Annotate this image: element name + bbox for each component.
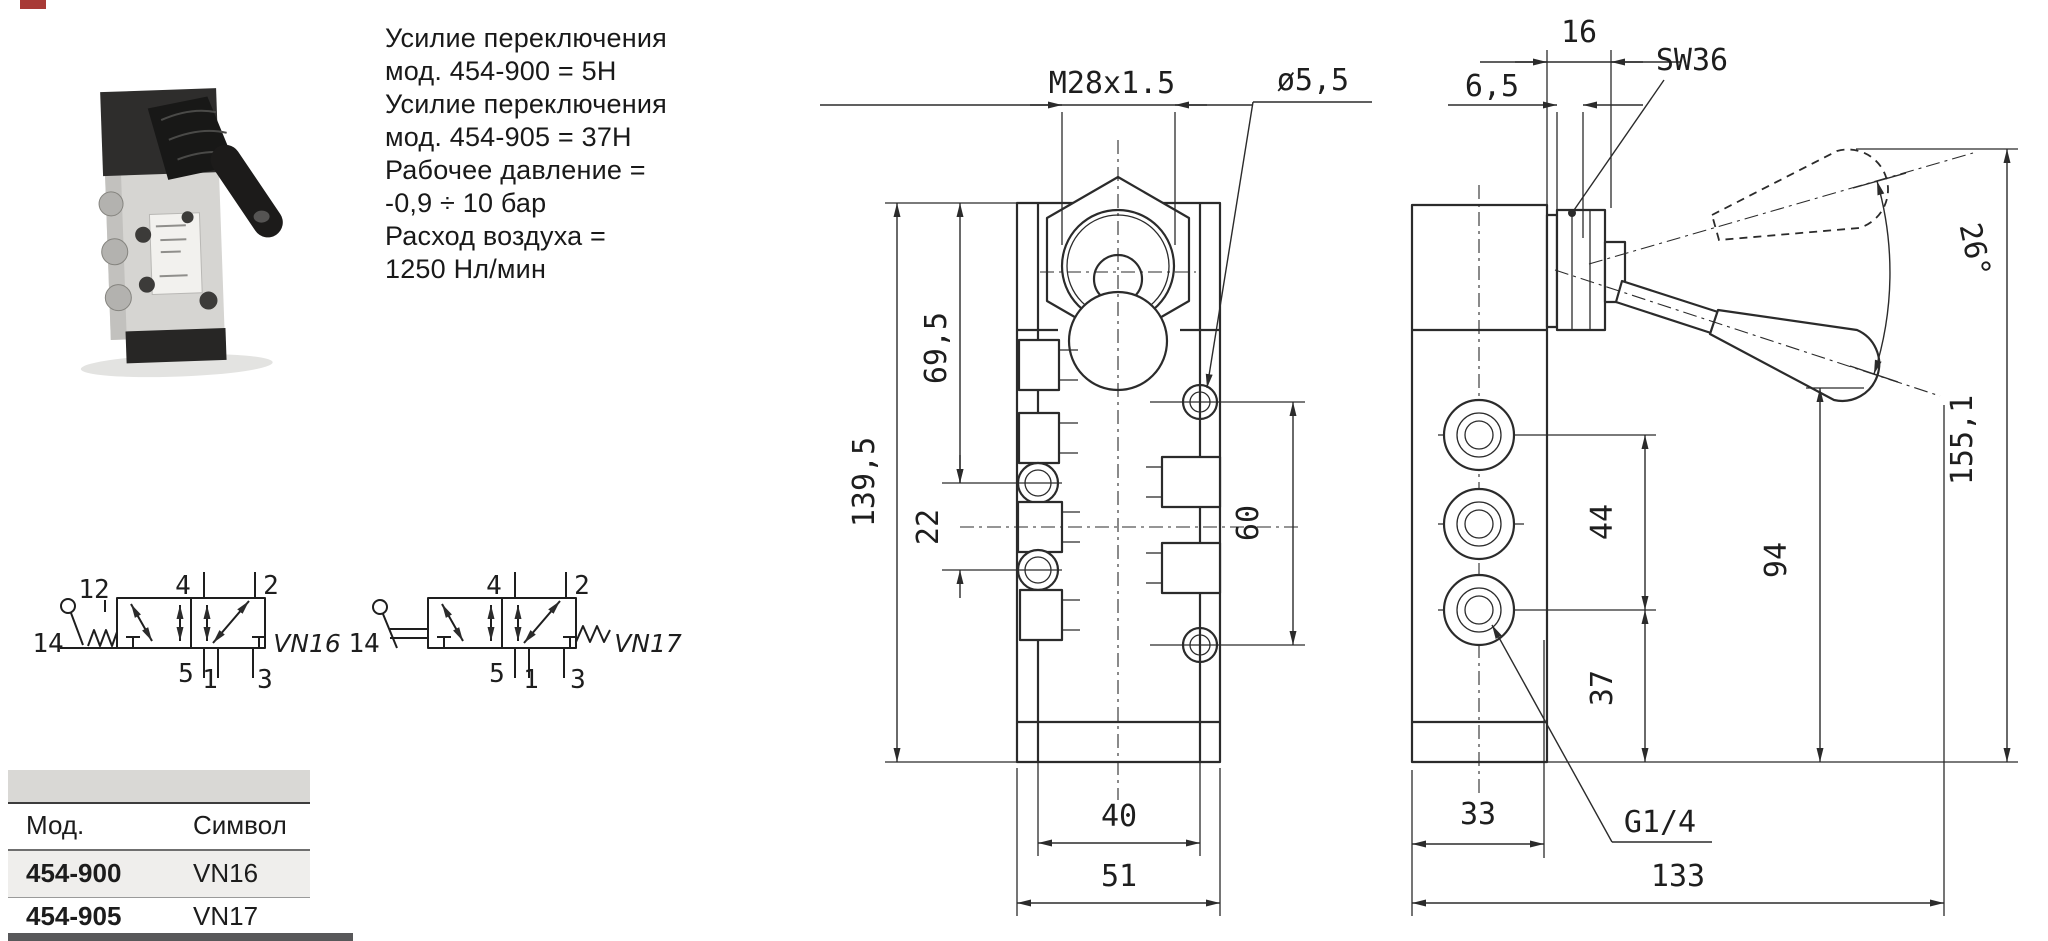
lever-knob-icon: [60, 598, 76, 614]
vn17-port-2: 2: [574, 571, 590, 601]
dim-port-thread: G1/4: [1624, 805, 1696, 840]
spec-line: Усилие переключения: [385, 23, 667, 53]
dim-side-holes: 60: [1231, 505, 1266, 541]
table-header-band: [8, 770, 310, 804]
port-photo-1: [98, 191, 124, 217]
vn16-label: VN16: [273, 629, 341, 658]
dim-lever-height: 94: [1759, 542, 1794, 578]
col-header-symbol: Символ: [193, 810, 287, 840]
spec-line: Усилие переключения: [385, 89, 667, 119]
spec-line: мод. 454-905 = 37Н: [385, 122, 632, 152]
spring-icon: [575, 625, 611, 643]
spec-line: мод. 454-900 = 5Н: [385, 56, 617, 86]
vn17-port-3: 3: [570, 665, 586, 695]
hex-nut-side: [1555, 208, 1607, 332]
spec-line: Рабочее давление =: [385, 155, 646, 185]
table-header-row: Мод. Символ: [8, 804, 310, 851]
port-photo-2: [101, 238, 129, 266]
screw-photo-4: [181, 211, 194, 224]
side-view-drawing: 26° 16 6,5 SW36: [1410, 15, 2018, 916]
dim-port-span: 44: [1585, 504, 1620, 540]
vn16-port-4: 4: [175, 571, 191, 601]
screw-photo-2: [138, 276, 155, 293]
label-print: [155, 224, 188, 278]
spec-line: 1250 Нл/мин: [385, 254, 547, 284]
dim-total-width: 133: [1651, 859, 1705, 894]
handle-highlight: [253, 210, 270, 223]
table-row: 454-900 VN16: [8, 851, 310, 898]
dim-wrench: SW36: [1656, 43, 1728, 78]
screw-photo-3: [199, 291, 218, 310]
dim-depth: 33: [1460, 797, 1496, 832]
dim-top-to-port: 69,5: [919, 312, 954, 384]
spec-line: Расход воздуха =: [385, 221, 606, 251]
vn17-port-14: 14: [348, 629, 379, 659]
lever-alt-position: [1710, 148, 1889, 241]
spec-line: -0,9 ÷ 10 бар: [385, 188, 547, 218]
lever-handle-side: [1708, 308, 1881, 402]
symbol-vn16: 4 2 5 1 3 12 14 VN16: [32, 571, 340, 695]
valve-base: [125, 327, 227, 364]
symbol-vn17: 4 2 5 1 3 14 VN17: [348, 571, 682, 695]
dim-thread: M28x1.5: [1049, 66, 1175, 101]
dim-mount-width: 40: [1101, 799, 1137, 834]
vn16-port-3: 3: [257, 665, 273, 695]
dim-base-to-port: 37: [1585, 670, 1620, 706]
vn16-port-5: 5: [178, 659, 194, 689]
vn17-port-4: 4: [486, 571, 502, 601]
dim-angle: 26°: [1952, 220, 1998, 280]
vn16-port-12: 12: [78, 575, 109, 605]
spec-text-block: Усилие переключения мод. 454-900 = 5Н Ус…: [385, 22, 667, 286]
cell-symbol: VN16: [193, 858, 259, 888]
model-table: Мод. Символ 454-900 VN16 454-905 VN17: [8, 770, 310, 940]
vn17-label: VN17: [614, 629, 682, 658]
vn16-port-2: 2: [263, 571, 279, 601]
dim-nut-width: 16: [1561, 15, 1597, 50]
cell-model: 454-905: [26, 901, 122, 931]
product-label: [148, 212, 203, 296]
cell-symbol: VN17: [193, 901, 259, 931]
product-photo: [80, 88, 283, 378]
dim-hole: ø5,5: [1277, 63, 1349, 98]
vn17-port-1: 1: [523, 665, 539, 695]
dim-port-spacing: 22: [911, 509, 946, 545]
brand-red-mark: [20, 0, 46, 9]
cell-model: 454-900: [26, 858, 122, 888]
table-bottom-bar: [8, 933, 353, 941]
leader-dot: [1568, 209, 1576, 217]
front-view-drawing: 139,5 69,5 22 M28x1.5 ø5,5 60: [820, 63, 1372, 916]
col-header-model: Мод.: [26, 810, 85, 840]
dim-height: 139,5: [847, 437, 882, 527]
dim-total-height: 155,1: [1945, 395, 1980, 485]
vn16-port-14: 14: [32, 629, 63, 659]
dim-locknut: 6,5: [1465, 69, 1519, 104]
vn16-port-1: 1: [202, 665, 218, 695]
detent-icon: [87, 629, 118, 647]
port-photo-3: [104, 284, 132, 312]
screw-photo-1: [135, 226, 152, 243]
dim-width: 51: [1101, 859, 1137, 894]
vn17-port-5: 5: [489, 659, 505, 689]
lever-knob-icon: [372, 599, 388, 615]
